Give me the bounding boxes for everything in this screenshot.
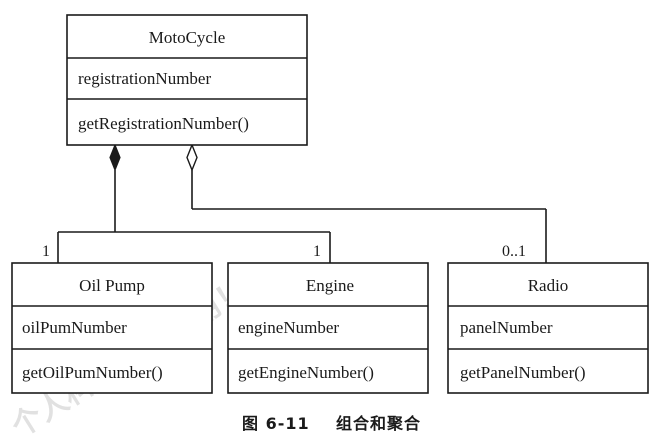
- aggregation-hollow-diamond-icon: [186, 143, 198, 172]
- oil-pump-multiplicity: 1: [42, 243, 50, 260]
- class-oil-pump: Oil Pump oilPumNumber getOilPumNumber(): [11, 262, 213, 394]
- class-radio-box: [447, 262, 649, 394]
- class-engine-box: [227, 262, 429, 394]
- class-engine-name: Engine: [306, 276, 354, 295]
- class-engine: Engine engineNumber getEngineNumber(): [227, 262, 429, 394]
- engine-multiplicity: 1: [313, 243, 321, 260]
- aggregation-relationship: 0..1: [186, 143, 547, 263]
- composition-filled-diamond-icon: [109, 143, 121, 172]
- class-radio-attribute: panelNumber: [460, 318, 553, 337]
- figure-number: 图 6-11: [242, 414, 310, 433]
- composition-relationship: 1 1: [42, 143, 331, 263]
- class-motocycle: MotoCycle registrationNumber getRegistra…: [66, 14, 308, 146]
- class-radio-operation: getPanelNumber(): [460, 363, 586, 382]
- class-oil-pump-operation: getOilPumNumber(): [22, 363, 163, 382]
- figure-title: 组合和聚合: [335, 414, 421, 433]
- class-engine-operation: getEngineNumber(): [238, 363, 374, 382]
- figure-caption: 图 6-11 组合和聚合: [0, 410, 663, 434]
- class-oil-pump-name: Oil Pump: [79, 276, 145, 295]
- class-radio-name: Radio: [528, 276, 569, 295]
- class-oil-pump-attribute: oilPumNumber: [22, 318, 127, 337]
- radio-multiplicity: 0..1: [502, 243, 526, 260]
- class-motocycle-name: MotoCycle: [149, 28, 226, 47]
- class-engine-attribute: engineNumber: [238, 318, 339, 337]
- class-oil-pump-box: [11, 262, 213, 394]
- class-motocycle-operation: getRegistrationNumber(): [78, 114, 249, 133]
- caption-gap: [310, 414, 336, 433]
- class-motocycle-box: [66, 14, 308, 146]
- class-motocycle-attribute: registrationNumber: [78, 69, 211, 88]
- class-radio: Radio panelNumber getPanelNumber(): [447, 262, 649, 394]
